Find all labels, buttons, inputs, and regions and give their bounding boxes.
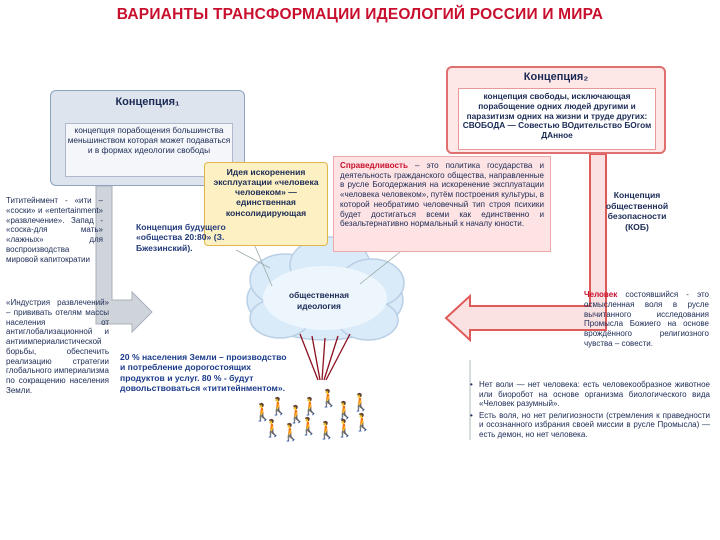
justice-text: – это политика государства и деятельност… [340,161,544,229]
person-figure-icon: 🚶 [334,401,356,420]
concept2-box: Концепция₂ концепция свободы, исключающа… [446,66,666,154]
bullet-item-1: Нет воли — нет человека: есть человекооб… [470,380,710,409]
percent-text: 20 % населения Земли – производство и по… [120,352,287,394]
justice-lead: Справедливость [340,161,408,170]
person-figure-icon: 🚶 [318,389,340,408]
concept2-text: концепция свободы, исключающая порабощен… [458,88,656,150]
pointer-line-justice [359,251,401,285]
person-text: состоявшийся - это осмысленная воля в ру… [584,290,709,348]
concept1-heading: Концепция₁ [115,96,180,108]
person-figure-icon: 🚶 [316,421,338,440]
entertainment-industry-text: «Индустрия развлечений» – прививать отел… [6,298,109,395]
concept2-heading: Концепция₂ [523,71,589,83]
person-figure-icon: 🚶 [298,417,320,436]
person-lead: Человек [584,290,618,299]
idea-box: Идея искоренения эксплуатации «человека … [204,162,328,246]
justice-box: Справедливость – это политика государств… [333,156,551,252]
person-figure-icon: 🚶 [286,405,308,424]
person-definition: Человек состоявшийся - это осмысленная в… [584,290,709,349]
person-figure-icon: 🚶 [262,419,284,438]
person-figure-icon: 🚶 [268,397,290,416]
future-concept-text: Концепция будущего «общества 20:80» (З. … [136,222,226,253]
person-figure-icon: 🚶 [334,419,356,438]
person-figure-icon: 🚶 [280,423,302,442]
person-figure-icon: 🚶 [350,393,372,412]
bullet-item-2: Есть воля, но нет религиозности (стремле… [470,411,710,440]
person-figure-icon: 🚶 [352,413,374,432]
gray-arrow-path [95,185,153,334]
kob-label: Концепция общественной безопасности (КОБ… [605,190,669,233]
pointer-line-idea [254,245,273,287]
page-title: ВАРИАНТЫ ТРАНСФОРМАЦИИ ИДЕОЛОГИЙ РОССИИ … [116,6,604,23]
person-figure-icon: 🚶 [252,403,274,422]
tittytainment-text: Тититейнмент - «ити – «соски» и «enterta… [6,196,103,264]
pointer-line-future [235,249,271,269]
cloud-label: общественная идеология [288,290,350,311]
red-arrow-path [444,153,607,343]
bullet-list: Нет воли — нет человека: есть человекооб… [470,380,710,442]
person-figure-icon: 🚶 [300,397,322,416]
funnel-lines [299,333,351,381]
